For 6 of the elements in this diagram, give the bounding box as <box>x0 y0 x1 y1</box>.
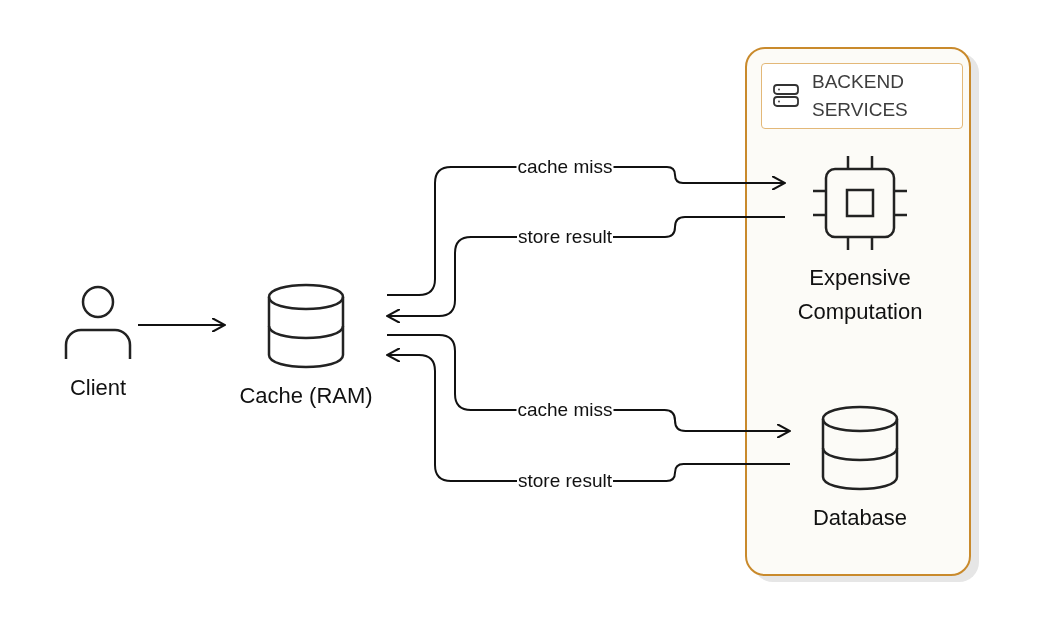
node-label: Expensive Computation <box>796 264 924 326</box>
node-label: Cache (RAM) <box>239 382 373 410</box>
arrow <box>137 317 226 333</box>
node-label: Client <box>69 374 127 402</box>
group-title: BACKEND SERVICES <box>812 70 909 122</box>
node-label: Database <box>812 504 908 532</box>
